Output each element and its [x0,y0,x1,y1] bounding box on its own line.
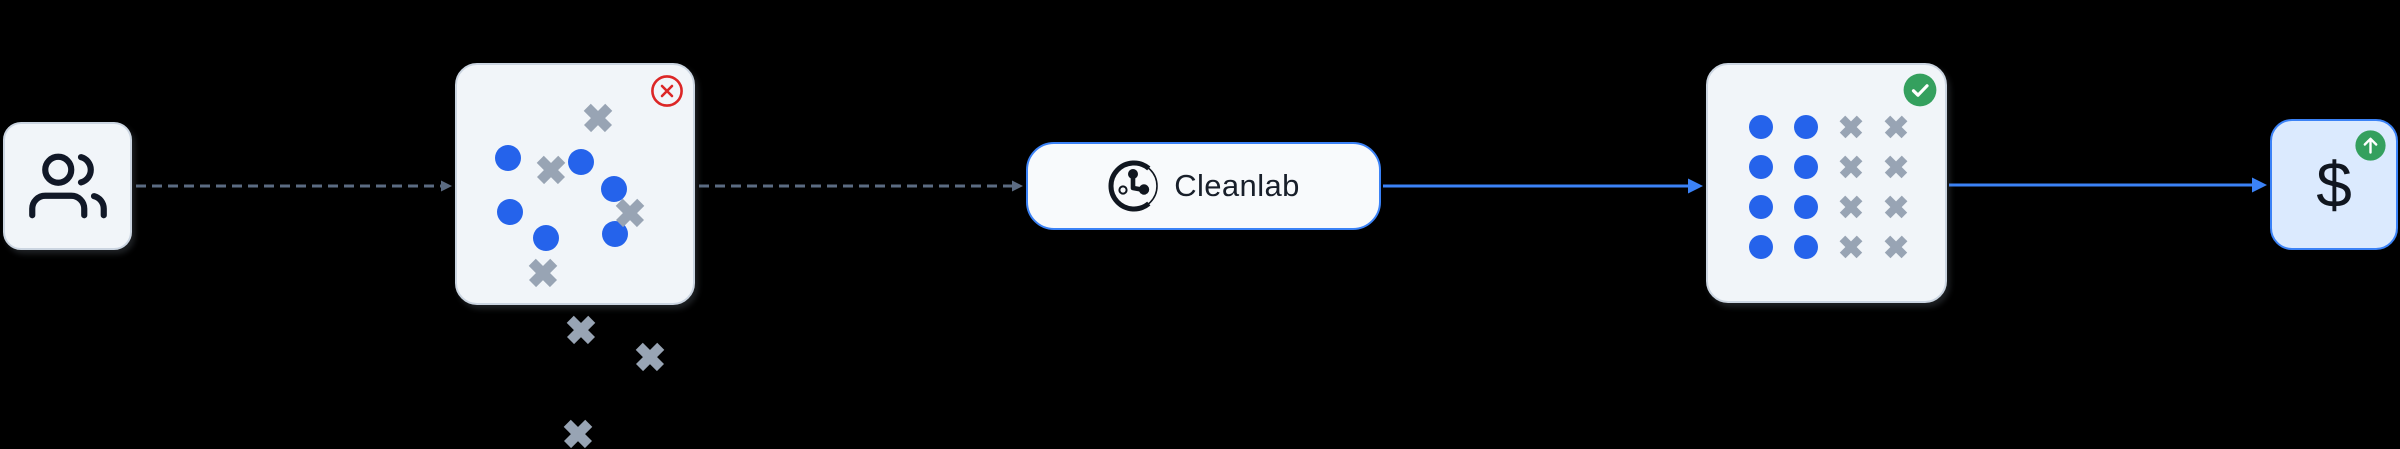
users-icon [28,153,107,219]
grid-cell-dot [1749,235,1773,259]
grid-cell-x [1884,235,1908,259]
grid-cell-dot [1749,155,1773,179]
grid-cell-x [1839,195,1863,219]
cleanlab-wordmark: Cleanlab [1174,168,1300,203]
data-point-dot [568,149,594,175]
clean-grid [1749,115,1908,259]
grid-cell-x [1839,155,1863,179]
grid-cell-x [1884,115,1908,139]
grid-cell-x [1839,235,1863,259]
grid-cell-dot [1794,115,1818,139]
data-point-x [536,155,566,185]
grid-cell-x [1884,155,1908,179]
edge-clean-data-to-value [1949,177,2267,193]
error-x-badge [651,75,683,107]
grid-cell-x [1839,115,1863,139]
node-users [3,122,132,250]
grid-cell-dot [1749,195,1773,219]
data-point-x [615,198,645,228]
grid-cell-dot [1794,235,1818,259]
edge-noisy-data-to-cleanlab [699,180,1023,192]
data-point-dot [495,145,521,171]
check-badge [1903,73,1937,107]
edge-users-to-noisy-data [136,180,452,192]
data-point-x [635,342,665,372]
arrow-up-badge [2355,130,2386,161]
data-point-x [528,258,558,288]
data-point-dot [601,176,627,202]
grid-cell-dot [1794,155,1818,179]
grid-cell-x [1884,195,1908,219]
edge-cleanlab-to-clean-data [1383,178,1703,194]
node-cleanlab: Cleanlab [1026,142,1381,230]
data-point-dot [533,225,559,251]
node-noisy-dataset [455,63,695,448]
node-value: $ [2270,119,2398,250]
data-point-dot [497,199,523,225]
noisy-scatter [457,65,693,448]
grid-cell-dot [1794,195,1818,219]
grid-cell-dot [1749,115,1773,139]
data-point-x [583,103,613,133]
data-point-x [566,315,596,345]
node-clean-dataset [1706,63,1947,303]
dollar-symbol: $ [2316,148,2352,221]
cleanlab-logo-icon [1108,160,1159,212]
data-point-x [563,419,593,449]
